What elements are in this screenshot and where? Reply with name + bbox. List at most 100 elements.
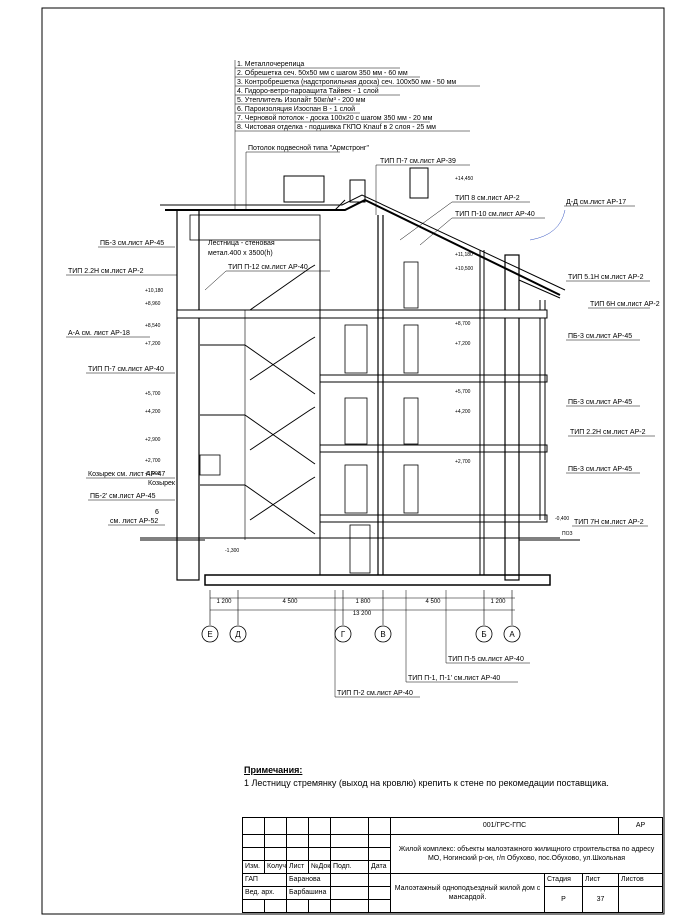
callout-t22n-right: ТИП 2.2Н см.лист АР-2: [570, 429, 646, 436]
h-sheet: Лист: [582, 872, 619, 887]
lvl-r5: +5,700: [455, 389, 471, 395]
callout-pb3-left: ПБ-3 см.лист АР-45: [100, 240, 164, 247]
lvl-r7: +2,700: [455, 459, 471, 465]
lvl-l2: +8,540: [145, 323, 161, 329]
callout-pb3-r1: ПБ-3 см.лист АР-45: [568, 333, 632, 340]
name-gap: Баранова: [286, 872, 331, 887]
level-marks-left: +10,180 +8,960 +8,540 +7,200 +5,700 +4,2…: [145, 288, 163, 477]
layer-2: 2. Обрешетка сеч. 50х50 мм с шагом 350 м…: [237, 69, 408, 77]
lvl-r3: +8,700: [455, 321, 471, 327]
dimension-lines: [209, 590, 515, 625]
callout-t7n: ТИП 7Н см.лист АР-2: [574, 519, 644, 526]
callout-stair-2: метал.400 х 3500(h): [208, 250, 273, 257]
notes-text: 1 Лестницу стремянку (выход на кровлю) к…: [244, 778, 609, 788]
axis-b: Б: [481, 630, 486, 639]
h-sign: Подп.: [330, 859, 369, 874]
callout-six: 6: [155, 509, 159, 516]
sheet-title: Малоэтажный одноподъездный жилой дом с м…: [390, 872, 545, 914]
h-sheets: Листов: [618, 872, 663, 887]
callout-t6n: ТИП 6Н см.лист АР-2: [590, 301, 660, 308]
callout-t22n-left: ТИП 2.2Н см.лист АР-2: [68, 268, 144, 275]
layer-8: 8. Чистовая отделка - подшивка ГКПО Knau…: [237, 124, 436, 131]
callout-kozyrek-2: Козырек: [148, 480, 176, 487]
sheet-value: 37: [582, 885, 619, 914]
callout-kozyrek: Козырек см. лист АР-47: [88, 471, 165, 478]
callout-p5: ТИП П-5 см.лист АР-40: [448, 656, 524, 663]
callout-t51n: ТИП 5.1Н см.лист АР-2: [568, 274, 644, 281]
axis-d: Д: [235, 630, 241, 639]
stage-value: Р: [544, 885, 583, 914]
callouts: Потолок подвесной типа "Армстронг" ТИП П…: [68, 144, 660, 697]
callout-p7-top: ТИП П-7 см.лист АР-39: [380, 158, 456, 165]
callout-p2: ТИП П-2 см.лист АР-40: [337, 690, 413, 697]
callout-pb2: ПБ-2' см.лист АР-45: [90, 493, 156, 500]
leader-lines: [66, 151, 655, 698]
sheet-frame: [41, 7, 665, 915]
axis-a: А: [509, 630, 515, 639]
dim-3: 1 800: [355, 599, 371, 605]
lvl-l0: +10,180: [145, 288, 163, 294]
callout-dd: Д-Д см.лист АР-17: [566, 199, 626, 206]
layer-1: 1. Металлочерепица: [237, 61, 304, 68]
callout-p10: ТИП П-10 см.лист АР-40: [455, 211, 535, 218]
callout-p7-left: ТИП П-7 см.лист АР-40: [88, 366, 164, 373]
callout-pb3-r2: ПБ-3 см.лист АР-45: [568, 399, 632, 406]
axis-g: Г: [341, 630, 346, 639]
layer-7: 7. Черновой потолок - доска 100х20 с шаг…: [237, 114, 433, 122]
project-name: Жилой комплекс: объекты малоэтажного жил…: [390, 833, 663, 874]
dim-total: 13 200: [353, 611, 372, 617]
h-list: Лист: [286, 859, 309, 874]
h-stage: Стадия: [544, 872, 583, 887]
callout-t8: ТИП 8 см.лист АР-2: [455, 195, 520, 202]
building-section: [140, 167, 580, 586]
callout-ceiling: Потолок подвесной типа "Армстронг": [248, 144, 369, 152]
layer-5: 5. Утеплитель Изолайт 50кг/м³ - 200 мм: [237, 96, 366, 104]
lvl-r1: +11,180: [455, 252, 473, 258]
callout-stair: Лестница - стеновая: [208, 240, 275, 247]
lvl-l7: +2,700: [145, 458, 161, 464]
lvl-l3: +7,200: [145, 341, 161, 347]
lvl-l6: +2,900: [145, 437, 161, 443]
callout-ar52: см. лист АР-52: [110, 518, 158, 525]
dim-4: 4 500: [425, 599, 441, 605]
callout-aa: А-А см. лист АР-18: [68, 330, 130, 337]
layer-4: 4. Гидоро-ветро-пароащита Тайвек - 1 сло…: [237, 87, 379, 95]
axis-v: В: [380, 630, 385, 639]
doc-code: 001/ГРС-ГПС: [390, 817, 619, 835]
dim-2: 4 500: [282, 599, 298, 605]
dim-1: 1 200: [216, 599, 232, 605]
h-izm: Изм.: [242, 859, 265, 874]
lvl-r4: +7,200: [455, 341, 471, 347]
lvl-r0: +14,450: [455, 176, 473, 182]
sheets-value: [618, 885, 663, 914]
axis-e: Е: [207, 630, 212, 639]
role-lead: Вед. арх.: [242, 885, 287, 900]
h-kol: Колуч.: [264, 859, 287, 874]
callout-pb3-r3: ПБ-3 см.лист АР-45: [568, 466, 632, 473]
axis-markers: Е Д Г В Б А: [201, 625, 521, 643]
layer-underlines: [234, 60, 480, 210]
level-marks-right: +14,450 +11,180 +10,500 +8,700 +7,200 +5…: [225, 176, 569, 554]
h-date: Дата: [368, 859, 391, 874]
lvl-l1: +8,960: [145, 301, 161, 307]
lvl-l5: +4,200: [145, 409, 161, 415]
lvl-r9: -1,300: [225, 548, 239, 554]
lvl-r6: +4,200: [455, 409, 471, 415]
role-gap: ГАП: [242, 872, 287, 887]
name-lead: Барбашина: [286, 885, 331, 900]
dim-5: 1 200: [490, 599, 506, 605]
layer-6: 6. Пароизоляция Изоспан В - 1 слой: [237, 105, 355, 113]
callout-p1: ТИП П-1, П-1' см.лист АР-40: [408, 675, 500, 682]
dimension-values: 1 200 4 500 1 800 4 500 1 200 13 200: [216, 599, 506, 617]
doc-section: АР: [618, 817, 663, 835]
roof-layers-list: 1. Металлочерепица 2. Обрешетка сеч. 50х…: [237, 61, 456, 131]
lvl-r8: -0,400: [555, 516, 569, 522]
notes-block: Примечания: 1 Лестницу стремянку (выход …: [244, 764, 609, 790]
notes-title: Примечания:: [244, 765, 303, 775]
callout-p12: ТИП П-12 см.лист АР-40: [228, 264, 308, 271]
lvl-r2: +10,500: [455, 266, 473, 272]
lvl-l4: +5,700: [145, 391, 161, 397]
title-block: 001/ГРС-ГПС АР Жилой комплекс: объекты м…: [242, 817, 663, 914]
lvl-l8: +1,900: [145, 471, 161, 477]
